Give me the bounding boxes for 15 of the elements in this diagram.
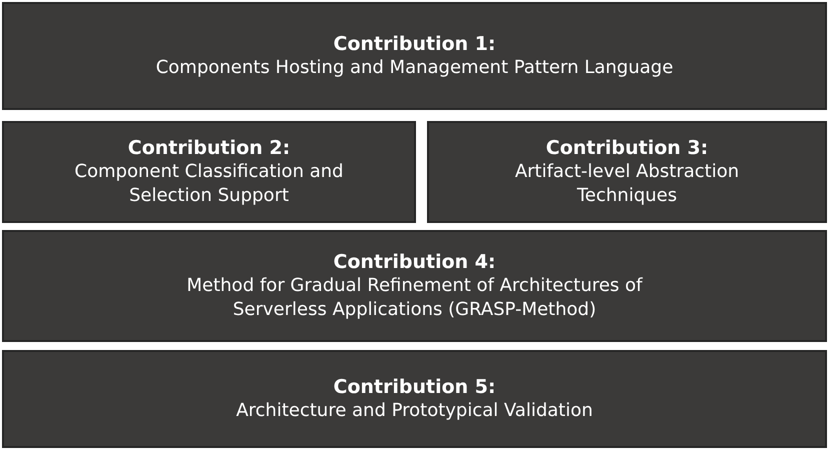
contribution-box xyxy=(2,2,827,110)
contribution-box xyxy=(2,121,416,223)
contribution-box xyxy=(2,230,827,342)
contribution-description: Method for Gradual Refinement of Architectures of Serverless Applications (GRASP-Method) xyxy=(186,274,644,322)
contribution-heading: Contribution 2: xyxy=(128,136,290,160)
contribution-description: Components Hosting and Management Pattern Language xyxy=(156,56,674,80)
contribution-description: Component Classification and Selection Support xyxy=(74,160,344,208)
contribution-heading: Contribution 5: xyxy=(333,375,496,399)
contribution-heading: Contribution 4: xyxy=(333,250,496,274)
contribution-box xyxy=(2,350,827,448)
contribution-heading: Contribution 3: xyxy=(546,136,708,160)
contribution-heading: Contribution 1: xyxy=(333,32,496,56)
contribution-description: Artifact-level Abstraction Techniques xyxy=(514,160,740,208)
contribution-description: Architecture and Prototypical Validation xyxy=(236,399,593,423)
contribution-box xyxy=(427,121,827,223)
